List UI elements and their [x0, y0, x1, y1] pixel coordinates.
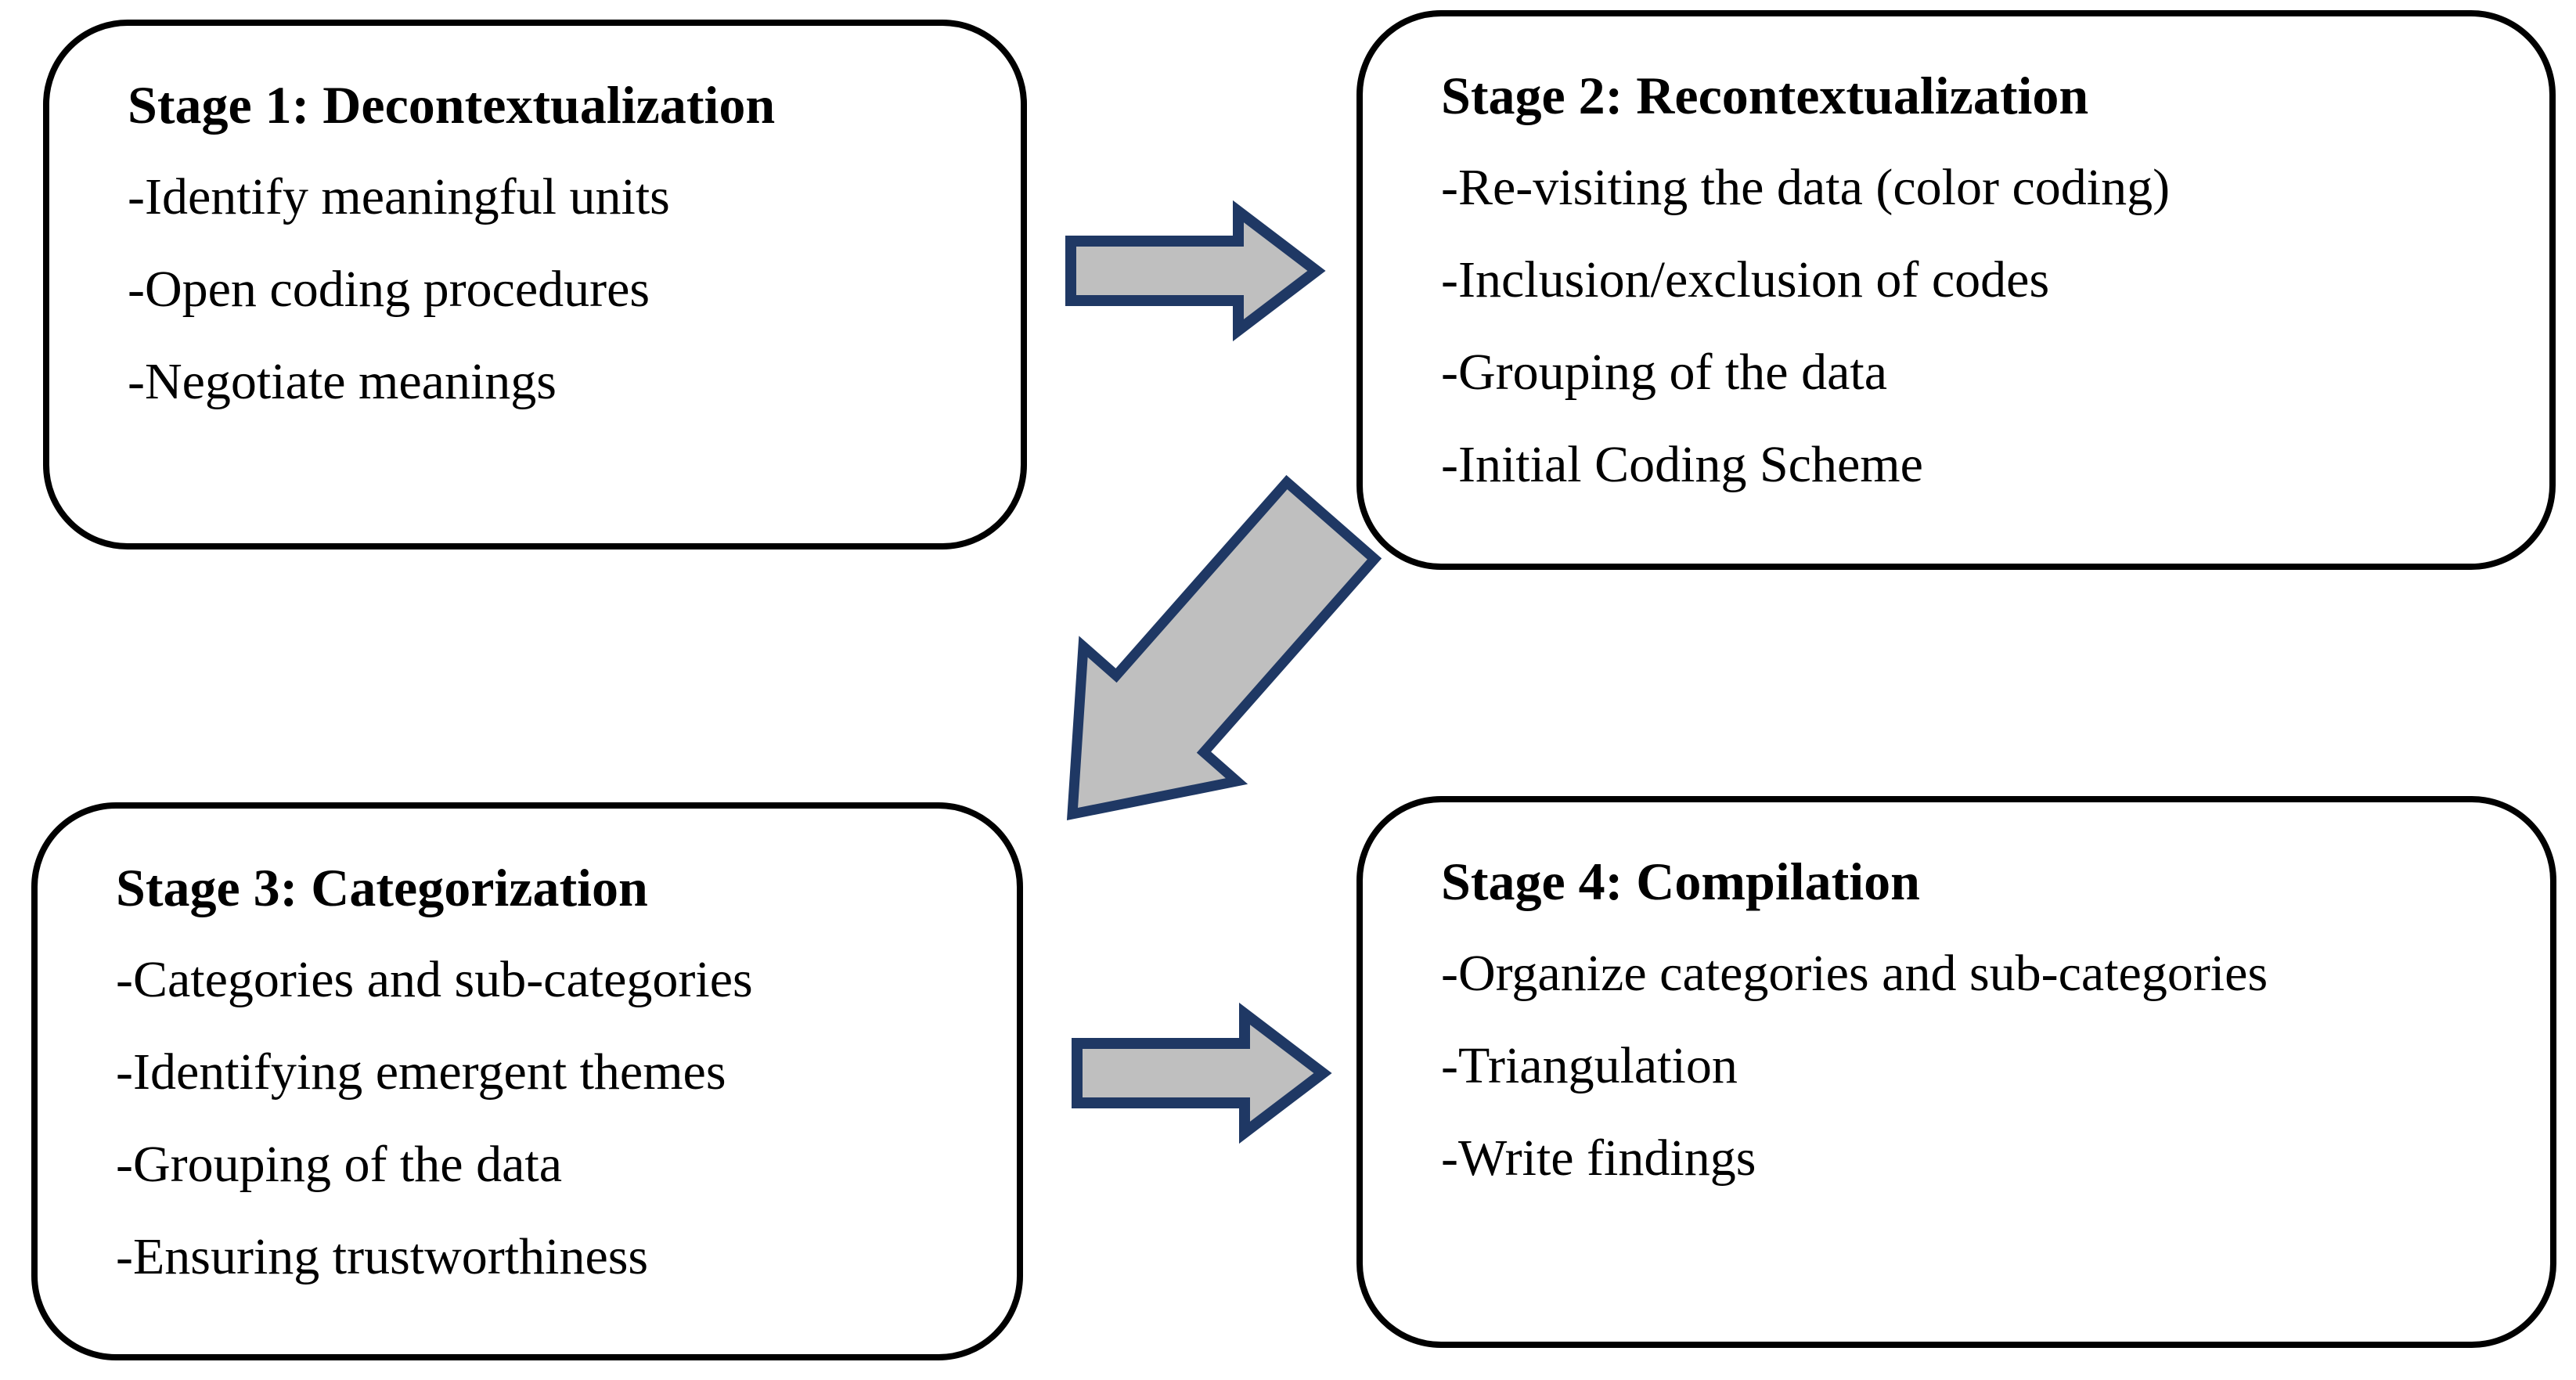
- stage-3-title: Stage 3: Categorization: [116, 858, 648, 917]
- stage-2-item-3: -Grouping of the data: [1441, 344, 1887, 401]
- stage-1-item-3: -Negotiate meanings: [128, 353, 557, 410]
- stage-4-item-3: -Write findings: [1441, 1130, 1756, 1187]
- stage-1-box: Stage 1: Decontextualization -Identify m…: [43, 20, 1027, 549]
- arrow-down-left-icon: [1066, 474, 1382, 821]
- stage-2-item-2: -Inclusion/exclusion of codes: [1441, 251, 2050, 308]
- stage-3-item-4: -Ensuring trustworthiness: [116, 1228, 649, 1285]
- stage-1-item-1: -Identify meaningful units: [128, 168, 670, 225]
- stage-2-box: Stage 2: Recontextualization -Re-visitin…: [1356, 10, 2556, 570]
- arrow-right-polygon: [1065, 200, 1326, 342]
- stage-4-box: Stage 4: Compilation -Organize categorie…: [1356, 796, 2556, 1348]
- stage-2-item-1: -Re-visiting the data (color coding): [1441, 159, 2171, 216]
- stage-2-item-4: -Initial Coding Scheme: [1441, 436, 1923, 493]
- stage-4-title: Stage 4: Compilation: [1441, 852, 1920, 911]
- stage-1-item-2: -Open coding procedures: [128, 261, 650, 318]
- stage-1-title: Stage 1: Decontextualization: [128, 75, 776, 135]
- stage-4-item-2: -Triangulation: [1441, 1037, 1738, 1094]
- arrow-down-left-polygon: [1066, 474, 1382, 821]
- stage-3-item-3: -Grouping of the data: [116, 1136, 562, 1193]
- stage-2-title: Stage 2: Recontextualization: [1441, 66, 2089, 125]
- arrow-right-icon: [1065, 200, 1326, 342]
- arrow-right-icon: [1072, 1002, 1332, 1144]
- stage-3-box: Stage 3: Categorization -Categories and …: [31, 802, 1023, 1360]
- stage-4-item-1: -Organize categories and sub-categories: [1441, 945, 2268, 1002]
- stage-3-item-1: -Categories and sub-categories: [116, 951, 753, 1008]
- arrow-right-polygon: [1072, 1002, 1332, 1144]
- stage-3-item-2: -Identifying emergent themes: [116, 1043, 726, 1101]
